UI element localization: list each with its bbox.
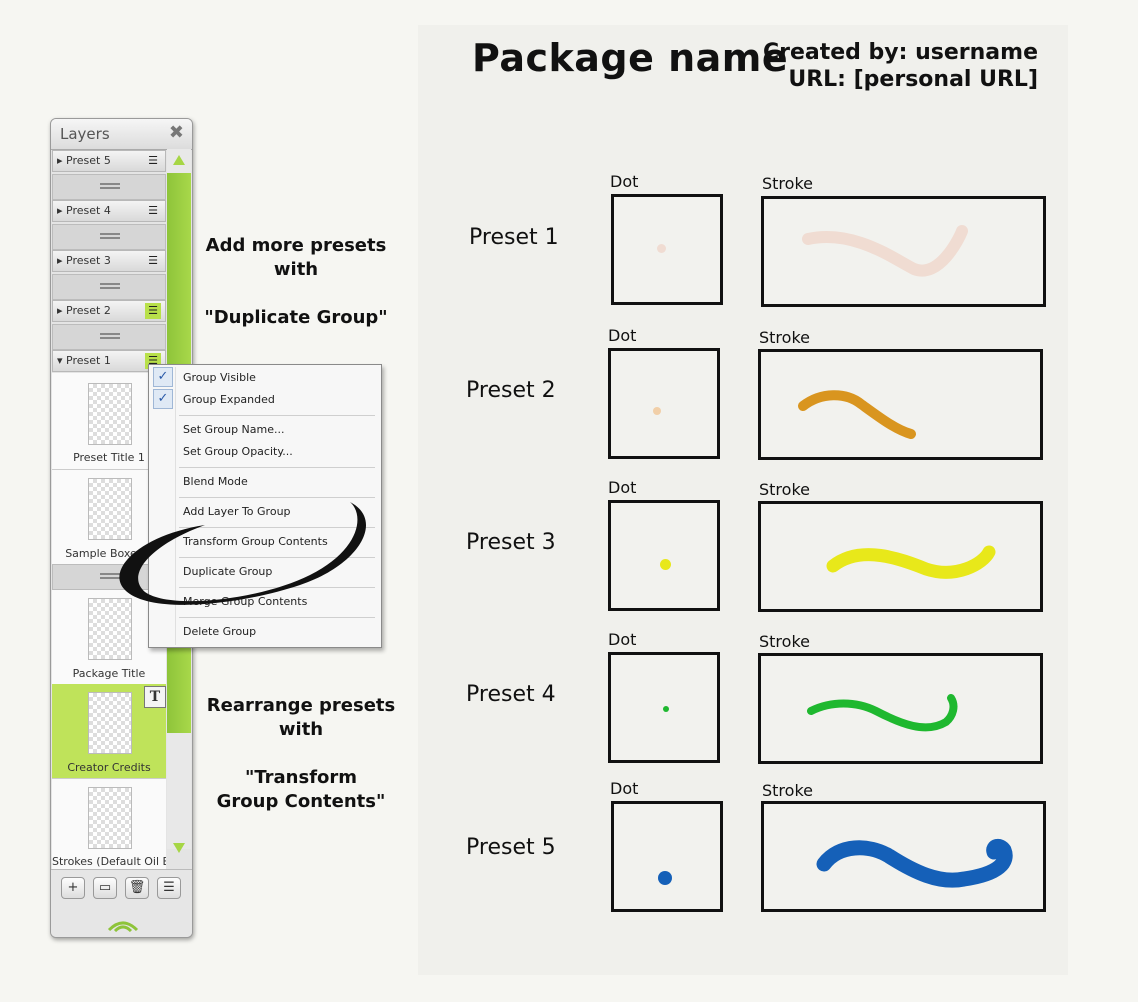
menu-item-add-layer-to-group[interactable]: Add Layer To Group (183, 505, 291, 518)
menu-item-transform-group-contents[interactable]: Transform Group Contents (183, 535, 328, 548)
dot-box (608, 348, 720, 459)
dot-label: Dot (608, 326, 637, 345)
dot-sample (653, 407, 661, 415)
dot-sample (660, 559, 671, 570)
stroke-label: Stroke (759, 480, 810, 499)
preset-label-1: Preset 1 (469, 225, 559, 250)
menu-item-set-group-name[interactable]: Set Group Name... (183, 423, 285, 436)
close-icon[interactable]: ✖ (168, 122, 184, 143)
dot-label: Dot (610, 172, 639, 191)
layer-label: Package Title (72, 667, 146, 680)
dot-label: Dot (610, 779, 639, 798)
group-label: ▸ Preset 5 (57, 154, 111, 167)
group-row-preset-5[interactable]: ▸ Preset 5 ☰ (52, 150, 166, 172)
menu-item-duplicate-group[interactable]: Duplicate Group (183, 565, 273, 578)
group-menu-icon[interactable]: ☰ (148, 204, 158, 217)
wifi-icon (107, 921, 139, 932)
created-by: Created by: username (762, 40, 1038, 65)
layer-row[interactable]: Sample Boxes T (52, 470, 166, 565)
preset-label-5: Preset 5 (466, 835, 556, 860)
group-drag-handle[interactable] (52, 224, 166, 250)
dot-box (611, 801, 723, 912)
stroke-sample (798, 390, 916, 439)
dot-sample (658, 871, 672, 885)
group-row-preset-3[interactable]: ▸ Preset 3 ☰ (52, 250, 166, 272)
group-label: ▸ Preset 4 (57, 204, 111, 217)
stroke-sample (826, 545, 996, 579)
group-drag-handle[interactable] (52, 324, 166, 350)
layer-thumbnail (88, 478, 132, 540)
dot-box (608, 652, 720, 763)
group-menu-icon[interactable]: ☰ (145, 303, 161, 319)
preset-label-2: Preset 2 (466, 378, 556, 403)
highlight-swoosh (119, 502, 366, 605)
stroke-box (761, 801, 1046, 912)
layer-row[interactable]: Package Title (52, 590, 166, 685)
stroke-box (761, 196, 1046, 307)
group-context-menu: ✓ Group Visible ✓ Group Expanded Set Gro… (148, 364, 382, 648)
layer-label: Preset Title 1 (73, 451, 145, 464)
layer-thumbnail (88, 383, 132, 445)
personal-url: URL: [personal URL] (788, 67, 1038, 92)
group-label: ▾ Preset 1 (57, 354, 111, 367)
dot-label: Dot (608, 630, 637, 649)
group-label: ▸ Preset 2 (57, 304, 111, 317)
menu-item-delete-group[interactable]: Delete Group (183, 625, 257, 638)
rearrange-presets-note: Rearrange presets with "Transform Group … (206, 695, 396, 812)
stroke-sample (816, 838, 1013, 888)
folder-icon[interactable]: ▭ (93, 877, 117, 899)
stroke-label: Stroke (762, 781, 813, 800)
stroke-box (758, 349, 1043, 460)
scroll-down-icon[interactable] (173, 843, 185, 853)
layers-panel-title: Layers (60, 125, 110, 143)
stroke-label: Stroke (759, 328, 810, 347)
menu-item-group-visible[interactable]: ✓ Group Visible (149, 367, 381, 389)
stroke-box (758, 501, 1043, 612)
layer-label: Creator Credits (67, 761, 151, 774)
layer-row-selected[interactable]: Creator Credits T (52, 684, 166, 779)
layer-thumbnail (88, 787, 132, 849)
layer-row[interactable]: Preset Title 1 (52, 373, 166, 470)
text-layer-icon: T (144, 686, 166, 708)
menu-item-group-expanded[interactable]: ✓ Group Expanded (149, 389, 381, 411)
group-row-preset-2[interactable]: ▸ Preset 2 ☰ (52, 300, 166, 322)
layer-label: Strokes (Default Oil Br (52, 855, 166, 868)
check-icon: ✓ (153, 367, 173, 387)
add-presets-note: Add more presets with "Duplicate Group" (204, 235, 388, 328)
group-drag-handle[interactable] (52, 274, 166, 300)
trash-icon[interactable]: 🗑 (125, 877, 149, 899)
group-drag-handle[interactable] (52, 564, 166, 590)
group-row-preset-4[interactable]: ▸ Preset 4 ☰ (52, 200, 166, 222)
stroke-sample (802, 225, 968, 277)
preset-label-3: Preset 3 (466, 530, 556, 555)
add-layer-icon[interactable]: + (61, 877, 85, 899)
layer-thumbnail (88, 692, 132, 754)
check-icon: ✓ (153, 389, 173, 409)
menu-item-set-group-opacity[interactable]: Set Group Opacity... (183, 445, 293, 458)
layer-thumbnail (88, 598, 132, 660)
menu-icon[interactable]: ☰ (157, 877, 181, 899)
layer-row[interactable]: Strokes (Default Oil Br (52, 779, 166, 870)
group-menu-icon[interactable]: ☰ (148, 254, 158, 267)
dot-box (611, 194, 723, 305)
dot-box (608, 500, 720, 611)
group-drag-handle[interactable] (52, 174, 166, 200)
group-menu-icon[interactable]: ☰ (148, 154, 158, 167)
menu-item-blend-mode[interactable]: Blend Mode (183, 475, 248, 488)
scroll-up-icon[interactable] (173, 155, 185, 165)
preset-label-4: Preset 4 (466, 682, 556, 707)
menu-item-merge-group-contents[interactable]: Merge Group Contents (183, 595, 308, 608)
dot-sample (663, 706, 669, 712)
dot-label: Dot (608, 478, 637, 497)
group-label: ▸ Preset 3 (57, 254, 111, 267)
layers-footer: + ▭ 🗑 ☰ (51, 869, 192, 937)
dot-sample (657, 244, 666, 253)
stroke-label: Stroke (759, 632, 810, 651)
package-title: Package name (472, 36, 789, 80)
layers-panel-header: Layers ✖ (51, 119, 192, 150)
stroke-sample (807, 694, 958, 732)
stroke-label: Stroke (762, 174, 813, 193)
stroke-box (758, 653, 1043, 764)
